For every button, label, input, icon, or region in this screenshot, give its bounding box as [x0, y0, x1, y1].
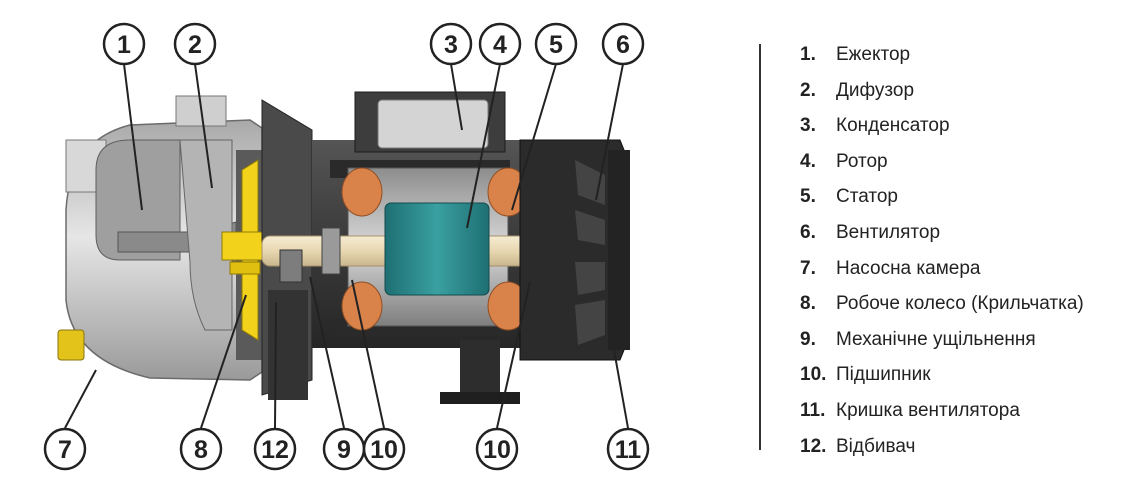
- leader-lines: [64, 63, 629, 429]
- legend-item: 10. Підшипник: [800, 357, 1084, 393]
- legend-item-label: Кришка вентилятора: [836, 399, 1020, 421]
- callout-6: 6: [601, 22, 645, 66]
- pump-chamber: [65, 95, 263, 381]
- legend-item-number: 10.: [800, 364, 827, 386]
- legend-item: 5. Статор: [800, 179, 1084, 215]
- legend-item: 12. Відбивач: [800, 429, 1084, 465]
- rotor: [384, 202, 490, 296]
- legend-item-label: Статор: [836, 186, 898, 208]
- callout-7: 7: [43, 427, 87, 471]
- legend-item: 2. Дифузор: [800, 73, 1084, 109]
- legend-item: 1. Ежектор: [800, 37, 1084, 73]
- callout-4: 4: [478, 22, 522, 66]
- legend-item-label: Вентилятор: [836, 221, 941, 243]
- callout-10a-number: 10: [370, 436, 398, 464]
- callout-12: 12: [253, 427, 297, 471]
- callout-8: 8: [179, 427, 223, 471]
- callout-3: 3: [429, 22, 473, 66]
- callout-11: 11: [606, 427, 650, 471]
- legend-item: 6. Вентилятор: [800, 215, 1084, 251]
- legend-item-label: Ротор: [836, 150, 888, 172]
- pump-cutaway-illustration: 1 2 3 4 5 6 7 8: [43, 22, 650, 471]
- fan-cover: [519, 139, 630, 361]
- callout-9: 9: [322, 427, 366, 471]
- legend-item-label: Робоче колесо (Крильчатка): [836, 293, 1084, 315]
- callout-5-number: 5: [549, 31, 563, 59]
- legend-item: 4. Ротор: [800, 144, 1084, 180]
- legend-item-number: 8.: [800, 293, 816, 315]
- fan: [575, 160, 605, 345]
- parts-legend: 1. Ежектор 2. Дифузор 3. Конденсатор 4. Рото…: [800, 37, 1084, 464]
- callout-2: 2: [173, 22, 217, 66]
- callout-11-number: 11: [615, 436, 642, 464]
- legend-item-label: Підшипник: [836, 364, 931, 386]
- legend-divider: [759, 44, 761, 450]
- callout-10-seal-side: 10: [362, 427, 406, 471]
- callout-2-number: 2: [188, 31, 202, 59]
- callout-8-number: 8: [194, 436, 208, 464]
- legend-item-number: 4.: [800, 150, 816, 172]
- callout-1: 1: [102, 22, 146, 66]
- legend-item: 3. Конденсатор: [800, 108, 1084, 144]
- legend-item-number: 2.: [800, 79, 816, 101]
- legend-item-number: 1.: [800, 44, 816, 65]
- callout-12-number: 12: [261, 436, 289, 464]
- callout-6-number: 6: [616, 31, 630, 59]
- drain-plug: [57, 329, 85, 361]
- callout-9-number: 9: [337, 436, 351, 464]
- stator-windings: [341, 167, 529, 331]
- legend-item-number: 9.: [800, 328, 816, 350]
- legend-item-number: 5.: [800, 186, 816, 208]
- callout-10b-number: 10: [483, 436, 511, 464]
- legend-item-number: 7.: [800, 257, 816, 279]
- legend-item-number: 11.: [800, 399, 826, 421]
- legend-item-label: Ежектор: [836, 44, 911, 65]
- callout-5: 5: [534, 22, 578, 66]
- legend-item-label: Дифузор: [836, 79, 915, 101]
- legend-item: 9. Механічне ущільнення: [800, 322, 1084, 358]
- legend-item-label: Відбивач: [836, 435, 916, 457]
- callout-10-fan-side: 10: [475, 427, 519, 471]
- legend-item-number: 12.: [800, 435, 827, 457]
- legend-item: 8. Робоче колесо (Крильчатка): [800, 286, 1084, 322]
- legend-item: 7. Насосна камера: [800, 251, 1084, 287]
- legend-item-label: Конденсатор: [836, 115, 950, 137]
- callout-4-number: 4: [493, 31, 507, 59]
- legend-item-number: 6.: [800, 221, 816, 243]
- legend-item-label: Механічне ущільнення: [836, 328, 1036, 350]
- callout-3-number: 3: [444, 31, 458, 59]
- legend-item: 11. Кришка вентилятора: [800, 393, 1084, 429]
- mechanical-seal: [279, 249, 303, 283]
- legend-item-label: Насосна камера: [836, 257, 981, 279]
- capacitor: [354, 91, 506, 153]
- callout-7-number: 7: [58, 436, 72, 464]
- legend-item-number: 3.: [800, 115, 816, 137]
- callout-1-number: 1: [117, 31, 131, 59]
